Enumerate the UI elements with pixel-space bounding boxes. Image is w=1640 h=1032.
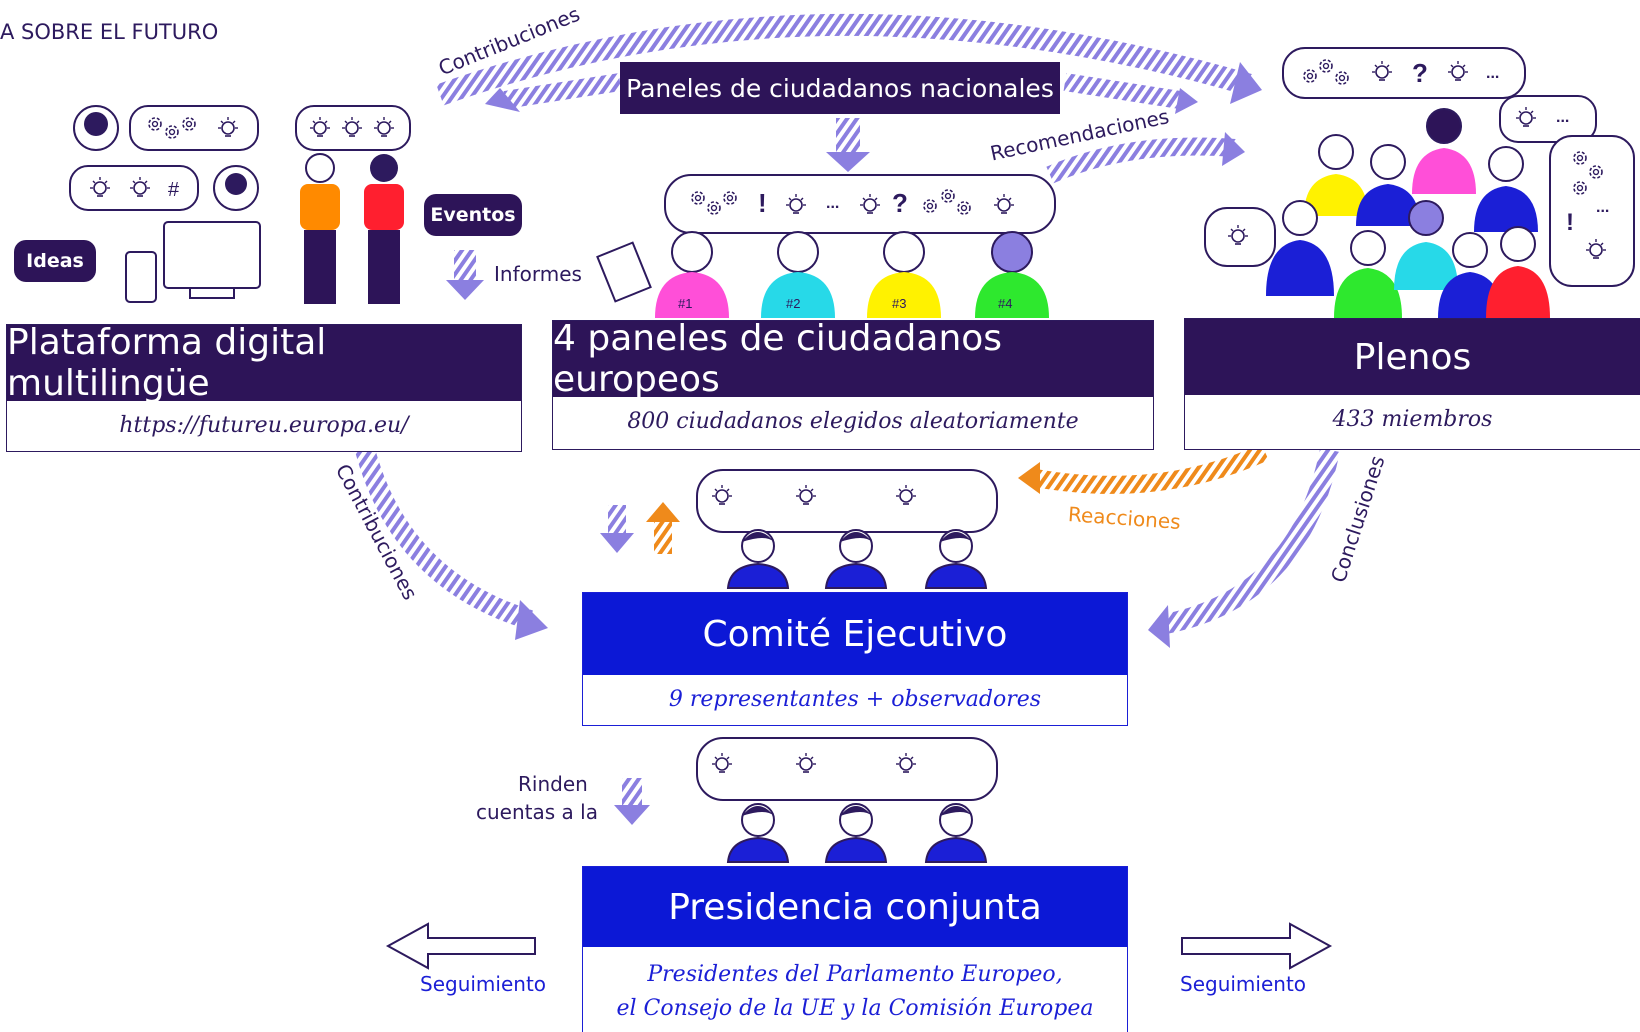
panel-citizens	[655, 231, 1049, 318]
seguimiento-right-arrow	[1181, 922, 1333, 970]
presidency-title: Presidencia conjunta	[583, 867, 1127, 947]
events-pill: Eventos	[424, 194, 522, 236]
phone-icon	[125, 251, 157, 303]
question-symbol-1: ?	[892, 188, 908, 218]
shirt-label-3: #3	[892, 296, 906, 311]
presidency-subtitle-line2: el Consejo de la UE y la Comisión Europe…	[616, 995, 1094, 1021]
shirt-label-1: #1	[678, 296, 692, 311]
shirt-label-2: #2	[786, 296, 800, 311]
ellipsis-symbol-4: ...	[1596, 199, 1609, 216]
executive-box: Comité Ejecutivo 9 representantes + obse…	[582, 592, 1128, 726]
ellipsis-symbol-3: ...	[1556, 109, 1569, 126]
plenary-subtitle: 433 miembros	[1332, 406, 1493, 432]
platform-url[interactable]: https://futureu.europa.eu/	[119, 412, 409, 438]
european-panels-box: 4 paneles de ciudadanos europeos 800 ciu…	[552, 318, 1154, 450]
shirt-label-4: #4	[998, 296, 1012, 311]
executive-members	[727, 529, 987, 589]
seguimiento-right-label: Seguimiento	[1180, 972, 1307, 996]
ideas-pill: Ideas	[14, 240, 96, 282]
conclusiones-arrow	[1158, 448, 1340, 635]
recomendaciones-arrow	[1046, 137, 1236, 184]
monitor-icon	[163, 221, 261, 289]
plenary-title: Plenos	[1185, 319, 1640, 395]
ellipsis-symbol-2: ...	[1486, 65, 1499, 82]
document-icon	[596, 241, 652, 303]
presidency-subtitle-line1: Presidentes del Parlamento Europeo,	[647, 961, 1063, 987]
european-panels-title: 4 paneles de ciudadanos europeos	[553, 318, 1153, 400]
rinden-label-line1: Rinden	[518, 772, 588, 796]
plenary-crowd	[1266, 108, 1550, 318]
european-panels-subtitle: 800 ciudadanos elegidos aleatoriamente	[627, 408, 1079, 434]
question-symbol-2: ?	[1412, 58, 1428, 88]
seguimiento-left-label: Seguimiento	[420, 972, 547, 996]
presidency-members	[727, 803, 987, 863]
rinden-label-line2: cuentas a la	[476, 800, 598, 824]
platform-box: Plataforma digital multilingüe https://f…	[6, 322, 522, 452]
seguimiento-left-arrow	[385, 922, 536, 970]
executive-subtitle: 9 representantes + observadores	[668, 686, 1042, 712]
plenary-box: Plenos 433 miembros	[1184, 318, 1640, 450]
contribuciones-top-arrow	[436, 13, 1254, 106]
exclaim-symbol-2: !	[1566, 209, 1574, 236]
exclaim-symbol-1: !	[758, 188, 767, 218]
event-people	[300, 153, 404, 304]
informes-label: Informes	[494, 262, 582, 286]
page-kicker: A SOBRE EL FUTURO	[0, 20, 219, 44]
presidency-box: Presidencia conjunta Presidentes del Par…	[582, 866, 1128, 1032]
national-panels-box: Paneles de ciudadanos nacionales	[620, 62, 1060, 114]
executive-title: Comité Ejecutivo	[583, 593, 1127, 675]
contribuciones-left-arrow	[355, 447, 533, 630]
ellipsis-symbol-1: ...	[826, 195, 839, 212]
hash-symbol: #	[168, 179, 180, 201]
reacciones-arrow	[1033, 443, 1269, 494]
platform-title: Plataforma digital multilingüe	[7, 322, 521, 404]
